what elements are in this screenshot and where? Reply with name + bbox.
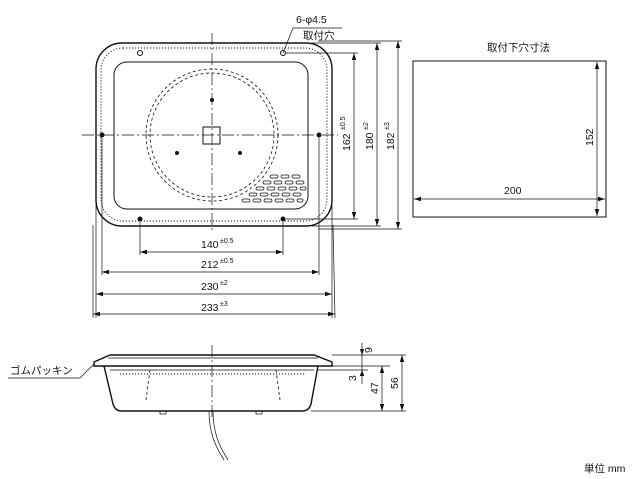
dim-56: 56 [389, 355, 405, 411]
dim-233: 233 ±3 [93, 301, 335, 317]
side-body [103, 365, 319, 412]
svg-text:212: 212 [201, 259, 219, 271]
side-view: ゴムパッキン 9 3 47 56 [8, 343, 406, 461]
gasket-leader [79, 363, 95, 379]
svg-text:162: 162 [341, 133, 353, 151]
svg-text:±0.5: ±0.5 [340, 116, 347, 130]
dim-140: 140 ±0.5 [140, 238, 283, 255]
mounting-hole [316, 132, 322, 138]
top-view: 6-φ4.5 取付穴 140 ±0.5 212 ±0.5 [82, 14, 402, 319]
dim-162: 162 ±0.5 [340, 53, 357, 219]
tray-outline [113, 61, 309, 210]
svg-text:±3: ±3 [220, 301, 228, 308]
dim-182: 182 ±3 [384, 41, 401, 229]
dim-47: 47 [369, 366, 385, 411]
dim-230: 230 ±2 [96, 280, 332, 297]
mounting-hole [280, 216, 286, 222]
small-hole [175, 151, 179, 155]
gasket-label: ゴムパッキン [10, 364, 73, 377]
svg-text:9: 9 [363, 347, 375, 353]
small-hole [210, 98, 214, 102]
svg-text:±2: ±2 [363, 122, 370, 130]
dim-212: 212 ±0.5 [102, 258, 319, 275]
hole-callout-sub: 取付穴 [303, 29, 335, 42]
heater-circle [145, 68, 279, 202]
svg-text:233: 233 [201, 302, 219, 314]
svg-text:±3: ±3 [384, 122, 391, 130]
dim-180: 180 ±2 [363, 43, 380, 226]
unit-label: 単位 mm [584, 462, 626, 475]
cutout-drawing: 取付下穴寸法 200 152 [412, 41, 607, 218]
svg-text:182: 182 [385, 132, 397, 150]
vent-slots [241, 174, 307, 203]
svg-text:56: 56 [389, 377, 401, 389]
svg-text:±0.5: ±0.5 [220, 238, 234, 245]
flange-outline [95, 42, 333, 227]
cutout-title: 取付下穴寸法 [487, 41, 550, 54]
svg-text:230: 230 [201, 281, 219, 293]
center-square [202, 126, 221, 145]
mounting-hole [137, 50, 143, 56]
svg-text:180: 180 [364, 132, 376, 150]
cutout-width: 200 [504, 185, 522, 197]
cutout-rect [412, 60, 607, 218]
mounting-hole [137, 216, 143, 222]
dim-9: 9 [359, 343, 375, 366]
power-cord [208, 410, 225, 461]
svg-text:±0.5: ±0.5 [220, 258, 234, 265]
side-flange [93, 354, 333, 367]
dim-3: 3 [347, 366, 365, 384]
small-hole [238, 151, 242, 155]
svg-text:3: 3 [347, 375, 359, 381]
svg-text:±2: ±2 [220, 280, 228, 287]
svg-text:140: 140 [201, 239, 219, 251]
heater-circle-inner [149, 72, 275, 198]
hole-callout: 6-φ4.5 [296, 14, 327, 26]
cutout-height: 152 [584, 128, 596, 146]
svg-text:47: 47 [369, 382, 381, 394]
hole-leader [282, 27, 294, 54]
mounting-hole [99, 132, 105, 138]
